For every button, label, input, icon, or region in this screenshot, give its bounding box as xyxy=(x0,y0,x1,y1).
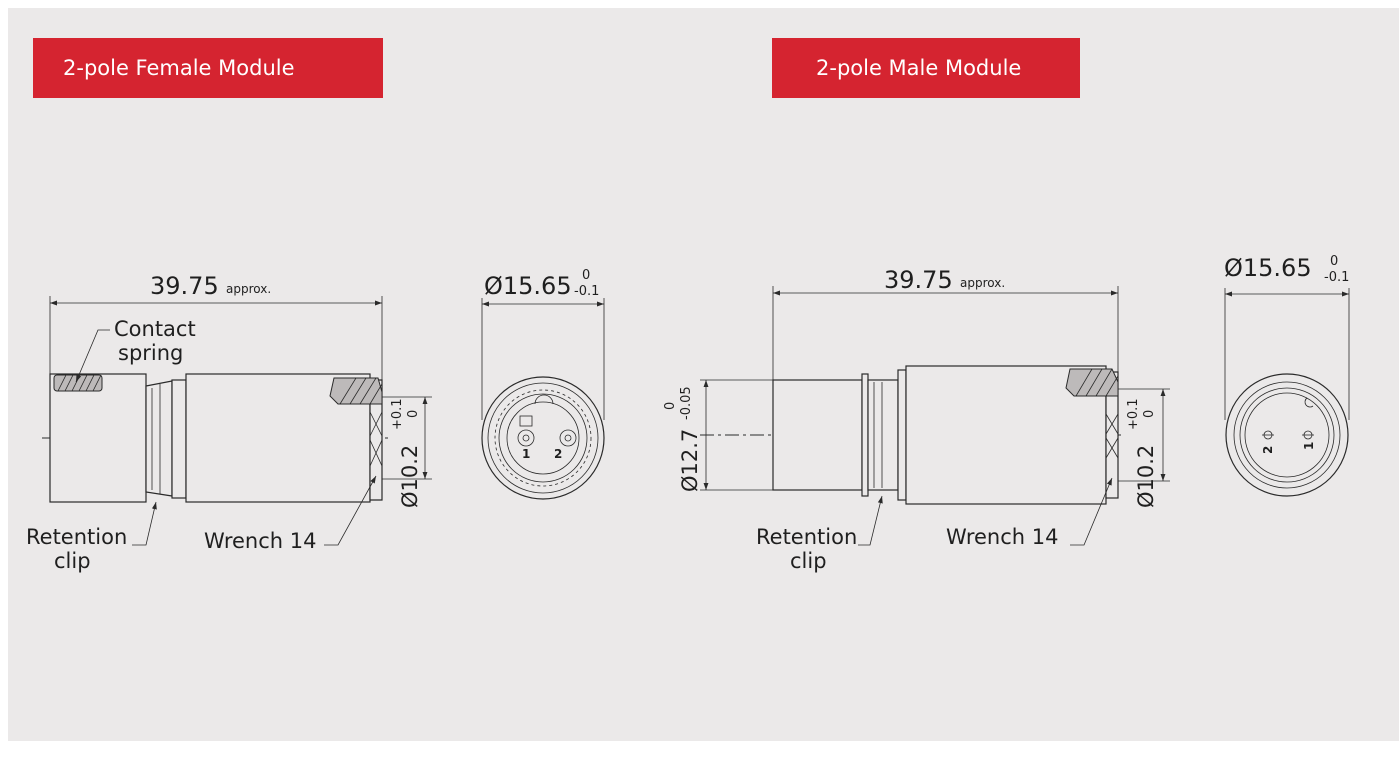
male-thread-diameter: Ø10.2 xyxy=(1134,445,1158,508)
female-module-title: 2-pole Female Module xyxy=(33,38,383,98)
female-pin-2-label: 2 xyxy=(554,447,562,461)
female-thread-tol-upper: +0.1 xyxy=(390,398,405,430)
male-body-tol-lower: -0.05 xyxy=(679,386,694,420)
female-length-note: approx. xyxy=(226,282,271,296)
male-wrench-label: Wrench 14 xyxy=(946,525,1058,549)
female-thread-tol-lower: 0 xyxy=(406,410,421,418)
male-pin-2-label: 2 xyxy=(1261,446,1275,454)
female-wrench-label: Wrench 14 xyxy=(204,529,316,553)
female-front-view: Ø15.65 0 -0.1 1 2 xyxy=(481,268,605,500)
female-pin-1-label: 1 xyxy=(522,447,530,461)
male-retention-label-1: Retention xyxy=(756,525,857,549)
female-front-tol-lower: -0.1 xyxy=(574,284,599,299)
male-length-value: 39.75 xyxy=(884,266,953,294)
female-contact-label-2: spring xyxy=(118,341,183,365)
male-front-diameter: Ø15.65 xyxy=(1224,254,1312,282)
male-body-tol-upper: 0 xyxy=(663,402,678,410)
female-side-view: 39.75 approx. Ø10.2 +0.1 0 Contact sprin… xyxy=(26,272,432,573)
female-retention-label-1: Retention xyxy=(26,525,127,549)
male-retention-label-2: clip xyxy=(790,549,827,573)
male-front-tol-lower: -0.1 xyxy=(1324,270,1349,285)
female-contact-label-1: Contact xyxy=(114,317,196,341)
male-body-diameter: Ø12.7 xyxy=(678,429,702,492)
female-front-diameter: Ø15.65 xyxy=(484,272,572,300)
male-front-tol-upper: 0 xyxy=(1330,254,1338,269)
female-retention-label-2: clip xyxy=(54,549,91,573)
male-module-title: 2-pole Male Module xyxy=(772,38,1080,98)
male-side-view: 39.75 approx. Ø12.7 0 -0.05 Ø10.2 +0.1 0… xyxy=(663,266,1170,573)
female-front-tol-upper: 0 xyxy=(582,268,590,283)
female-nut-section xyxy=(329,377,383,405)
female-length-value: 39.75 xyxy=(150,272,219,300)
male-nut-section xyxy=(1065,368,1119,397)
male-front-view: Ø15.65 0 -0.1 2 1 xyxy=(1224,254,1350,497)
male-thread-tol-lower: 0 xyxy=(1142,410,1157,418)
female-thread-diameter: Ø10.2 xyxy=(398,445,422,508)
male-length-note: approx. xyxy=(960,276,1005,290)
male-thread-tol-upper: +0.1 xyxy=(1126,398,1141,430)
male-pin-1-label: 1 xyxy=(1302,442,1316,450)
